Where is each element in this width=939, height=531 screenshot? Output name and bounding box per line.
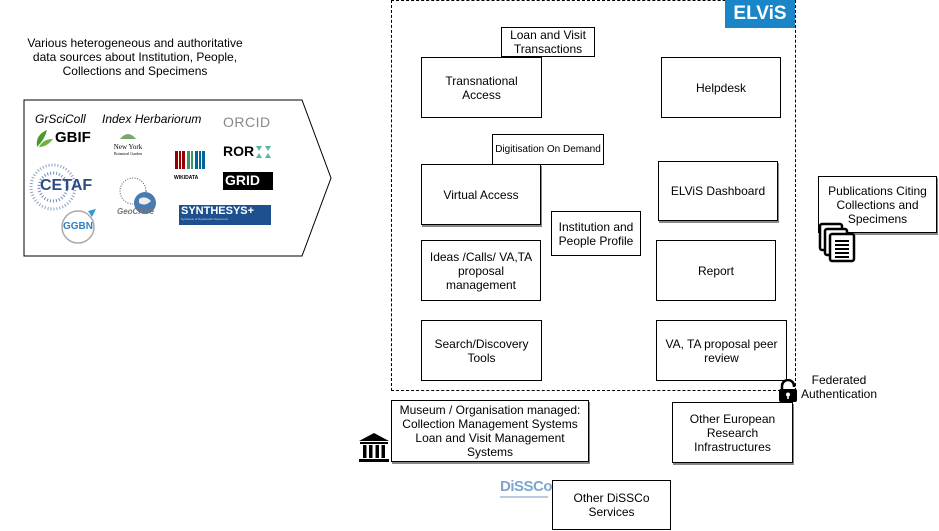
dissco-logo: DiSSCo (500, 479, 553, 501)
transnational-access-box[interactable]: Transnational Access (421, 57, 542, 118)
search-discovery-tools-box[interactable]: Search/Discovery Tools (421, 320, 542, 381)
ggbn-logo: GGBN (58, 205, 100, 245)
cetaf-burst-icon (29, 163, 77, 211)
institution-people-profile-box[interactable]: Institution and People Profile (551, 211, 641, 256)
museum-building-icon (359, 433, 389, 462)
publications-box[interactable]: Publications Citing Collections and Spec… (818, 176, 937, 233)
elvis-logo: ELViS (725, 0, 795, 28)
museum-systems-box[interactable]: Museum / Organisation managed: Collectio… (391, 400, 589, 462)
digitisation-on-demand-box[interactable]: Digitisation On Demand (492, 134, 604, 165)
nybg-dome-icon (120, 134, 136, 139)
virtual-access-box[interactable]: Virtual Access (421, 164, 541, 225)
orcid-logo: ORCID (223, 114, 271, 130)
grid-logo: GRID (223, 172, 273, 190)
gbif-leaf-icon (36, 130, 53, 147)
dissco-tagline-bar (500, 496, 548, 498)
synthesys-logo: SYNTHESYS+ Synthesis of Systematic Resou… (179, 205, 271, 225)
other-european-ri-box[interactable]: Other European Research Infrastructures (672, 402, 793, 463)
loan-visit-transactions-box[interactable]: Loan and Visit Transactions (501, 27, 595, 57)
helpdesk-box[interactable]: Helpdesk (661, 57, 781, 118)
geocase-logo: GeoCASe (115, 175, 160, 220)
report-box[interactable]: Report (656, 240, 776, 301)
gbif-logo: GBIF (33, 127, 93, 149)
federated-authentication-label: Federated Authentication (800, 373, 878, 401)
nybg-logo: New York Botanical Garden (108, 126, 148, 156)
wikidata-barcode-icon (175, 151, 205, 169)
wikidata-logo: WIKIDATA (174, 150, 210, 181)
elvis-boundary (391, 0, 796, 391)
elvis-dashboard-box[interactable]: ELViS Dashboard (658, 161, 778, 221)
other-dissco-services-box[interactable]: Other DiSSCo Services (552, 480, 671, 530)
lock-icon (779, 379, 797, 402)
geocase-globe-icon (119, 177, 156, 214)
index-herbariorum-label: Index Herbariorum (102, 112, 202, 126)
ror-hourglass-icon (256, 146, 271, 158)
ideas-calls-proposal-box[interactable]: Ideas /Calls/ VA,TA proposal management (421, 240, 541, 301)
grscicoll-label: GrSciColl (35, 112, 86, 126)
va-ta-peer-review-box[interactable]: VA, TA proposal peer review (656, 320, 787, 381)
sources-caption: Various heterogeneous and authoritative … (27, 36, 243, 78)
documents-icon (818, 222, 856, 263)
cetaf-logo: CETAF (28, 160, 98, 215)
ggbn-ring-icon (61, 209, 96, 244)
